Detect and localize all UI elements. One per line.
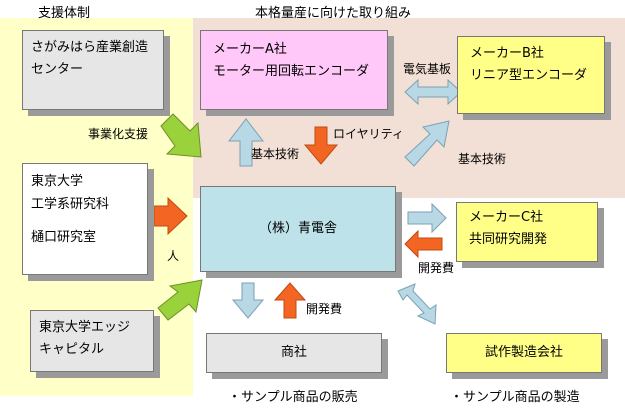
manufacture-double-arrow	[397, 283, 437, 325]
rd-arrow-right	[407, 202, 447, 234]
support-header: 支援体制	[38, 6, 91, 21]
dev-cost-arrow-left	[404, 229, 443, 259]
maker-b-box: メーカーB社 リニア型エンコーダ	[457, 36, 605, 114]
circuit-board-label: 電気基板	[403, 62, 452, 76]
business-support-label: 事業化支援	[88, 127, 149, 141]
dev-cost-label-bottom: 開発費	[306, 302, 343, 316]
tech-arrow-diagonal-right	[404, 120, 450, 167]
maker-c-box: メーカーC社 共同研究開発	[456, 202, 598, 262]
aodensha-label: （株）青電舎	[258, 221, 337, 236]
dev-cost-label-right: 開発費	[418, 261, 455, 275]
support-arrow-green-top	[160, 113, 202, 158]
basic-tech-label-right: 基本技術	[458, 152, 507, 166]
sales-arrow-down	[231, 282, 265, 319]
basic-tech-label-left: 基本技術	[251, 147, 300, 161]
shosha-box: 商社	[206, 333, 382, 373]
tech-arrow-up-left	[227, 118, 265, 167]
sales-caption: ・サンプル商品の販売	[228, 390, 358, 405]
dev-cost-arrow-up	[273, 282, 307, 319]
manufacture-caption: ・サンプル商品の製造	[450, 390, 580, 405]
todai-lab-box: 東京大学 工学系研究科 樋口研究室	[22, 163, 148, 275]
shosha-label: 商社	[280, 345, 307, 360]
shisaku-label: 試作製造会社	[484, 345, 563, 360]
maker-a-box: メーカーA社 モーター用回転エンコーダ	[200, 30, 388, 110]
shisaku-box: 試作製造会社	[446, 333, 602, 373]
todai-edge-capital-box: 東京大学エッジ キャピタル	[30, 310, 154, 372]
support-arrow-green-bottom	[157, 279, 203, 321]
royalty-label: ロイヤリティ	[333, 127, 404, 141]
circuit-board-double-arrow	[404, 78, 462, 106]
aodensha-box: （株）青電舎	[200, 186, 396, 272]
effort-header: 本格量産に向けた取り組み	[255, 6, 412, 21]
people-label: 人	[167, 249, 180, 263]
royalty-arrow-down	[303, 126, 339, 165]
people-arrow-orange	[153, 196, 188, 236]
sagamihara-center-box: さがみはら産業創造 センター	[22, 30, 164, 110]
